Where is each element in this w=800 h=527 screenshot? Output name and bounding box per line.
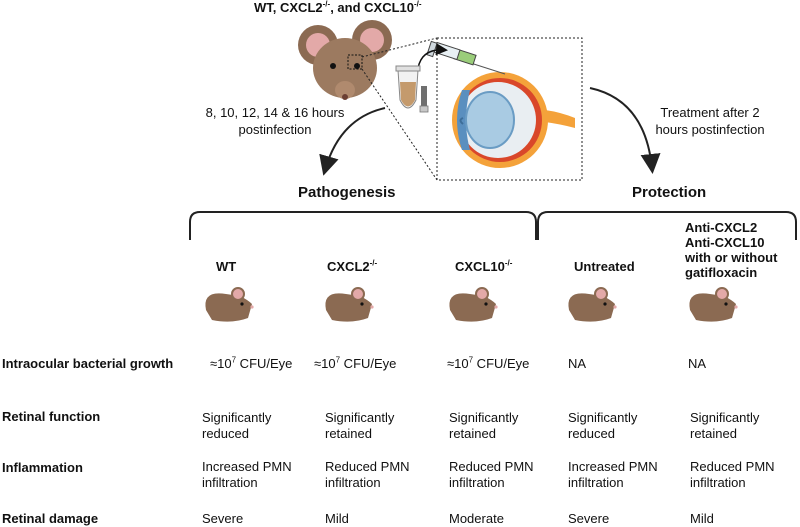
column-header-untreated: Untreated xyxy=(574,259,635,274)
mouse-side-icon xyxy=(449,287,498,322)
column-header-wt: WT xyxy=(216,259,237,274)
eye-cross-section-icon xyxy=(452,72,575,168)
protection-bracket xyxy=(537,211,797,240)
zoom-box xyxy=(436,37,583,181)
column-header-antibody: Anti-CXCL2 Anti-CXCL10 with or without g… xyxy=(685,220,778,280)
tube-icon xyxy=(395,65,421,109)
damage-cell-cxcl2: Mild xyxy=(325,511,349,526)
column-header-cxcl2: CXCL2-/- xyxy=(327,258,378,274)
row-label-bacterial-growth: Intraocular bacterial growth xyxy=(2,356,174,371)
damage-cell-wt: Severe xyxy=(202,511,244,526)
damage-cell-untreated: Severe xyxy=(568,511,610,526)
arrow-to-protection xyxy=(589,87,661,174)
protection-title: Protection xyxy=(632,184,707,201)
damage-cell-antibody: Mild xyxy=(690,511,714,526)
mouse-side-icon xyxy=(205,287,254,322)
pipette-icon xyxy=(419,86,429,113)
treatment-note: Treatment after 2 hours postinfection xyxy=(655,105,765,137)
growth-cell-wt: ≈107 CFU/Eye xyxy=(210,355,293,371)
pathogenesis-title: Pathogenesis xyxy=(298,184,396,201)
row-label-inflammation: Inflammation xyxy=(2,460,83,475)
pathogenesis-bracket xyxy=(189,211,537,240)
growth-cell-untreated: NA xyxy=(568,356,587,371)
growth-cell-antibody: NA xyxy=(688,356,707,371)
growth-cell-cxcl10: ≈107 CFU/Eye xyxy=(447,355,530,371)
column-header-cxcl10: CXCL10-/- xyxy=(455,258,513,274)
syringe-icon xyxy=(426,40,506,75)
timepoints-note: 8, 10, 12, 14 & 16 hours postinfection xyxy=(205,105,345,137)
row-label-retinal-function: Retinal function xyxy=(2,409,101,424)
header-title: WT, CXCL2-/-, and CXCL10-/- xyxy=(254,0,422,15)
mouse-side-icon xyxy=(568,287,617,322)
arrow-to-pathogenesis xyxy=(319,107,386,176)
growth-cell-cxcl2: ≈107 CFU/Eye xyxy=(314,355,397,371)
damage-cell-cxcl10: Moderate xyxy=(449,511,504,526)
mouse-side-icon xyxy=(689,287,738,322)
mouse-head-icon xyxy=(298,20,392,100)
row-label-retinal-damage: Retinal damage xyxy=(2,511,99,526)
mouse-side-icon xyxy=(325,287,374,322)
